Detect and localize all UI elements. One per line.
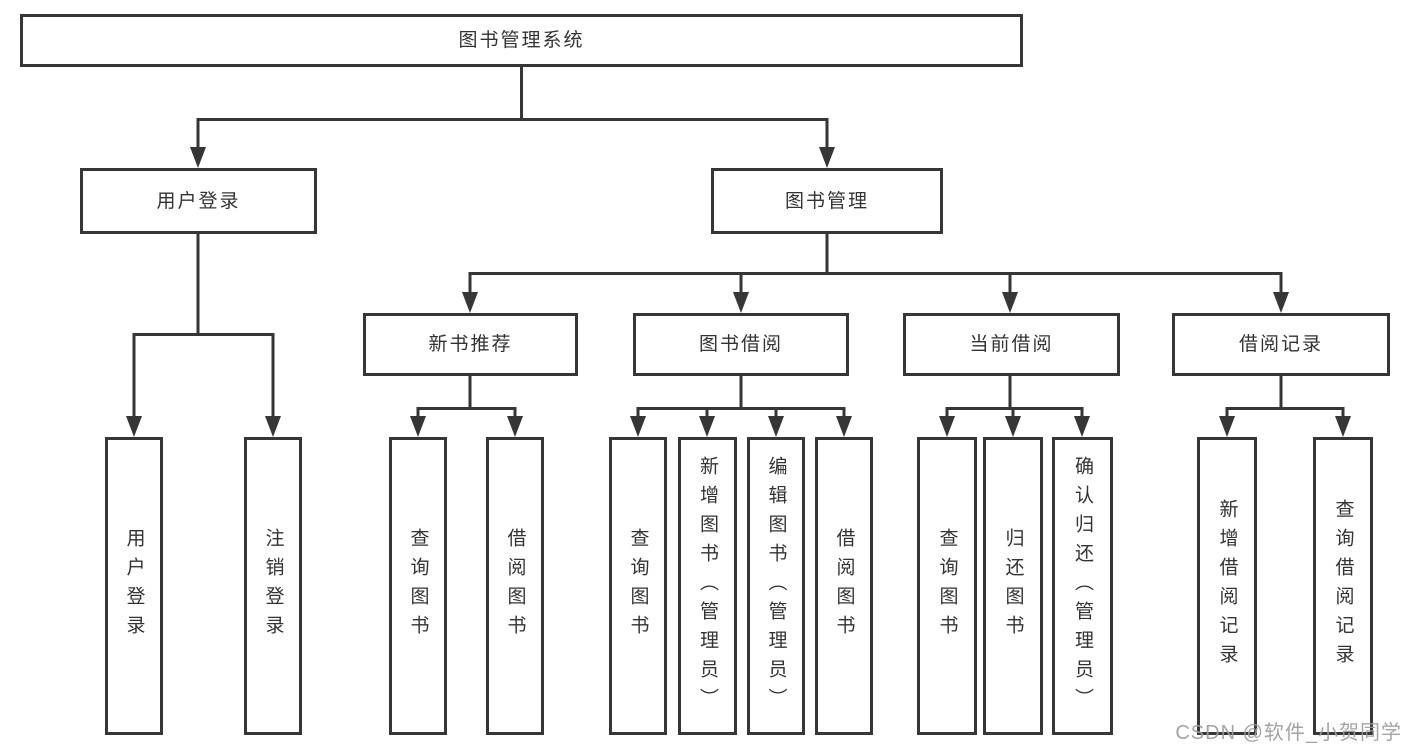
- leaf-borrowing-borrow-label: 借阅图书: [833, 528, 855, 644]
- connector-root-to-level1: [190, 66, 835, 168]
- leaf-logout-label: 注销登录: [262, 528, 284, 644]
- node-borrow-records-label: 借阅记录: [1238, 334, 1323, 355]
- connector-user-login-children: [126, 232, 281, 437]
- node-root-label: 图书管理系统: [458, 30, 585, 51]
- leaf-current-query-label: 查询图书: [936, 528, 958, 644]
- leaf-newbooks-query-label: 查询图书: [407, 528, 429, 644]
- leaf-records-add: 新增借阅记录: [1197, 437, 1257, 735]
- leaf-current-return: 归还图书: [983, 437, 1043, 735]
- leaf-newbooks-borrow-label: 借阅图书: [504, 528, 526, 644]
- leaf-records-query-label: 查询借阅记录: [1332, 499, 1354, 673]
- node-book-management: 图书管理: [711, 168, 943, 234]
- connector-borrowing-children: [630, 374, 852, 437]
- leaf-borrowing-add: 新增图书（管理员）: [678, 437, 737, 735]
- leaf-records-query: 查询借阅记录: [1313, 437, 1373, 735]
- node-user-login: 用户登录: [80, 168, 317, 234]
- leaf-newbooks-query: 查询图书: [389, 437, 447, 735]
- node-user-login-label: 用户登录: [156, 190, 241, 212]
- node-root: 图书管理系统: [20, 14, 1023, 67]
- leaf-current-query: 查询图书: [917, 437, 977, 735]
- connector-book-management-children: [462, 232, 1289, 313]
- leaf-borrowing-borrow: 借阅图书: [815, 437, 873, 735]
- node-book-borrowing-label: 图书借阅: [698, 334, 783, 355]
- csdn-watermark: CSDN @软件_小贺同学: [1175, 722, 1402, 744]
- leaf-records-add-label: 新增借阅记录: [1216, 499, 1238, 673]
- leaf-current-return-label: 归还图书: [1002, 528, 1024, 644]
- leaf-newbooks-borrow: 借阅图书: [486, 437, 544, 735]
- connector-new-books-children: [410, 374, 523, 437]
- leaf-borrowing-query-label: 查询图书: [627, 528, 649, 644]
- node-new-books: 新书推荐: [363, 313, 578, 376]
- connector-current-children: [939, 374, 1090, 437]
- node-borrow-records: 借阅记录: [1172, 313, 1390, 376]
- leaf-current-confirm-label: 确认归还（管理员）: [1072, 455, 1093, 717]
- leaf-borrowing-query: 查询图书: [609, 437, 667, 735]
- leaf-user-login: 用户登录: [105, 437, 163, 735]
- leaf-user-login-label: 用户登录: [123, 528, 145, 644]
- leaf-borrowing-edit: 编辑图书（管理员）: [747, 437, 805, 735]
- connector-records-children: [1219, 374, 1351, 437]
- leaf-logout: 注销登录: [244, 437, 302, 735]
- node-book-borrowing: 图书借阅: [633, 313, 849, 376]
- node-current-borrowing-label: 当前借阅: [969, 334, 1054, 355]
- leaf-current-confirm: 确认归还（管理员）: [1052, 437, 1113, 735]
- leaf-borrowing-add-label: 新增图书（管理员）: [697, 455, 718, 717]
- leaf-borrowing-edit-label: 编辑图书（管理员）: [765, 455, 787, 717]
- node-current-borrowing: 当前借阅: [903, 313, 1120, 376]
- node-new-books-label: 新书推荐: [428, 334, 513, 355]
- node-book-management-label: 图书管理: [784, 190, 869, 212]
